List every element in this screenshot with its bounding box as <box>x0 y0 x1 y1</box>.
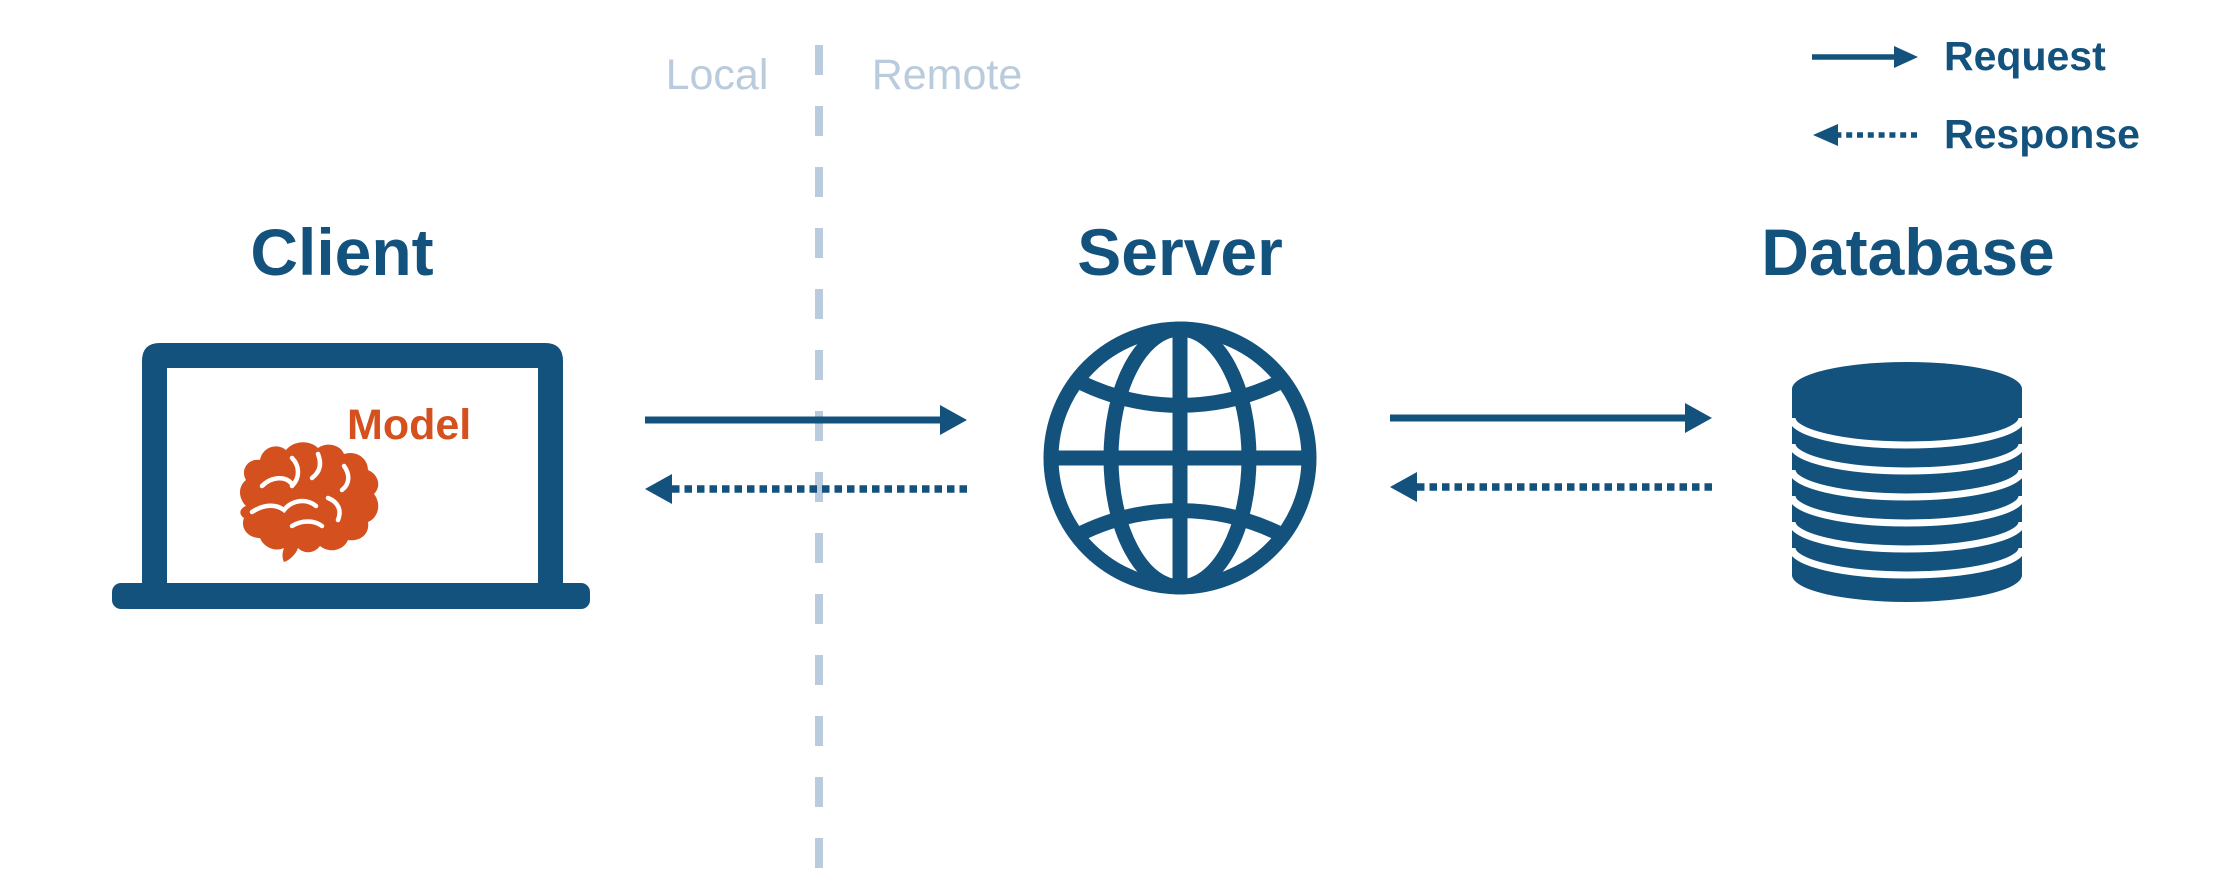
database-icon <box>1788 362 2026 602</box>
request-arrow-server-to-database <box>1390 403 1712 433</box>
brain-icon <box>240 442 379 562</box>
client-title: Client <box>250 215 434 289</box>
database-title: Database <box>1761 215 2055 289</box>
model-label: Model <box>347 401 472 449</box>
local-zone-label: Local <box>665 51 769 99</box>
laptop-icon <box>112 343 590 609</box>
request-arrow-client-to-server <box>645 405 967 435</box>
server-title: Server <box>1077 215 1283 289</box>
legend-response-label: Response <box>1944 111 2140 157</box>
legend-request-arrow <box>1812 46 1918 68</box>
legend-request-label: Request <box>1944 33 2106 79</box>
remote-zone-label: Remote <box>871 51 1023 99</box>
legend-response-arrow <box>1813 124 1917 146</box>
response-arrow-server-to-client <box>645 474 967 504</box>
globe-icon <box>1043 321 1317 595</box>
response-arrow-database-to-server <box>1390 472 1712 502</box>
